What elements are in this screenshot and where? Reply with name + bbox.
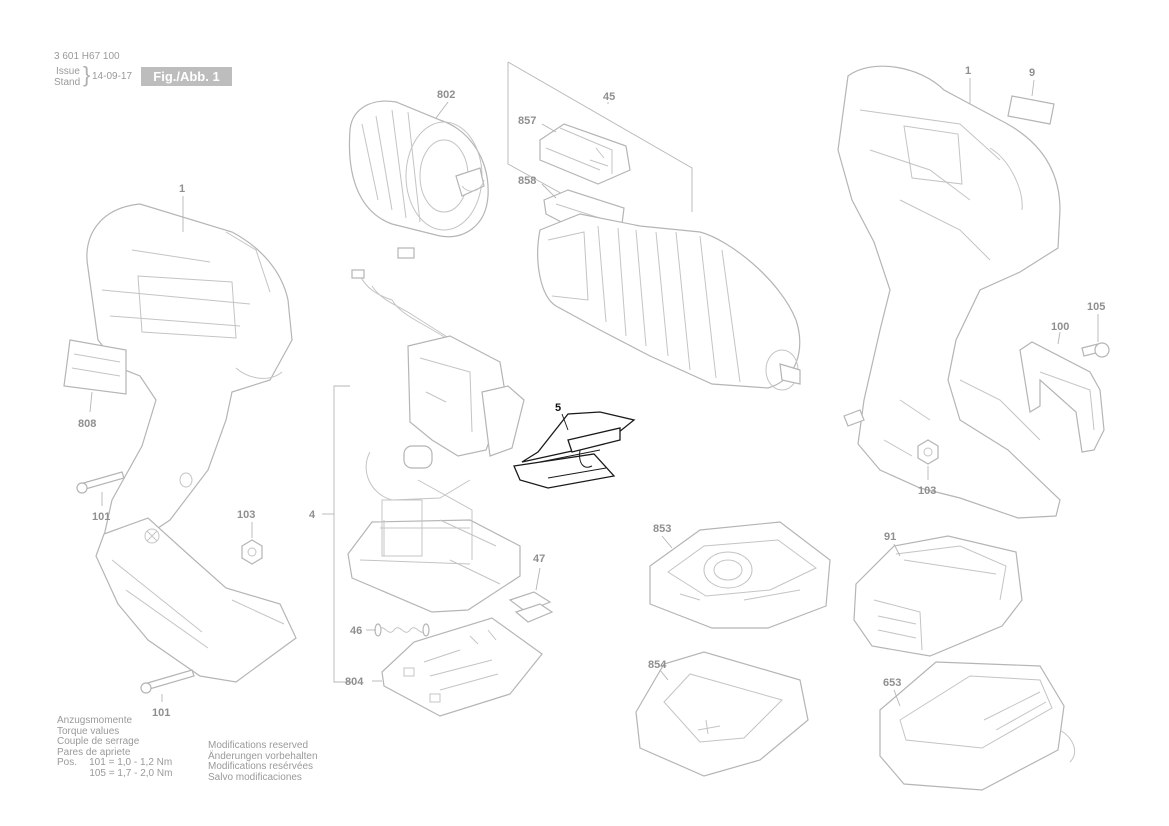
part-number: 3 601 H67 100 bbox=[54, 51, 120, 62]
gearbox-chuck-45-part bbox=[537, 213, 801, 391]
torque-line-fr: Couple de serrage bbox=[57, 736, 140, 747]
nut-103-left bbox=[241, 539, 263, 565]
callout-91: 91 bbox=[884, 531, 896, 543]
switch-assembly-4-part bbox=[347, 247, 525, 613]
callout-858: 858 bbox=[518, 175, 536, 187]
callout-804: 804 bbox=[345, 676, 364, 688]
torque-notes: Anzugsmomente Torque values Couple de se… bbox=[57, 715, 173, 780]
issue-date: 14-09-17 bbox=[92, 71, 133, 82]
callout-46: 46 bbox=[350, 625, 362, 637]
torque-pos: 105 bbox=[89, 767, 106, 779]
label-808-part bbox=[63, 339, 127, 395]
housing-right-part bbox=[837, 65, 1061, 519]
modification-notes: Modifications reserved Änderungen vorbeh… bbox=[208, 740, 318, 783]
callout-101-upper: 101 bbox=[92, 511, 110, 523]
callout-47: 47 bbox=[533, 553, 545, 565]
switch-857-part bbox=[539, 123, 631, 185]
highlighted-part-5 bbox=[513, 411, 636, 489]
callout-105: 105 bbox=[1087, 301, 1105, 313]
mod-line-es: Salvo modificaciones bbox=[208, 771, 302, 783]
torque-row-101: Pos. 101 = 1,0 - 1,2 Nm bbox=[57, 757, 173, 768]
motor-802-part bbox=[348, 100, 489, 238]
part-47 bbox=[508, 591, 554, 623]
adapter-854-part bbox=[635, 651, 809, 777]
callout-45: 45 bbox=[603, 91, 615, 103]
callout-802: 802 bbox=[437, 89, 455, 101]
belt-clip-100-part bbox=[1019, 341, 1105, 453]
torque-line-de: Anzugsmomente bbox=[57, 715, 133, 726]
callout-1-right: 1 bbox=[965, 65, 971, 77]
callout-653: 653 bbox=[883, 677, 901, 689]
pos-label: Pos. bbox=[57, 757, 78, 768]
callout-9: 9 bbox=[1029, 67, 1035, 79]
callout-857: 857 bbox=[518, 115, 536, 127]
callout-854: 854 bbox=[648, 659, 667, 671]
mod-line-de: Änderungen vorbehalten bbox=[208, 750, 318, 762]
spring-46-part bbox=[374, 623, 430, 637]
housing-left-part bbox=[86, 203, 297, 683]
screw-101-upper bbox=[76, 471, 125, 494]
callout-1-left: 1 bbox=[179, 183, 185, 195]
callout-100: 100 bbox=[1051, 321, 1069, 333]
torque-line-es: Pares de apriete bbox=[57, 746, 131, 758]
callout-5: 5 bbox=[555, 402, 561, 414]
callout-103-left: 103 bbox=[237, 509, 255, 521]
contact-plate-804-part bbox=[381, 617, 543, 717]
brace-glyph: } bbox=[83, 62, 91, 87]
callout-101-lower: 101 bbox=[152, 707, 170, 719]
mod-line-en: Modifications reserved bbox=[208, 740, 309, 751]
torque-value: 1,0 - 1,2 Nm bbox=[117, 757, 173, 768]
nut-103-right bbox=[917, 439, 939, 465]
mod-line-fr: Modifications resérvées bbox=[208, 761, 314, 772]
screw-105-part bbox=[1081, 342, 1110, 358]
issue-label: Issue bbox=[56, 66, 80, 77]
charger-653-part bbox=[879, 661, 1076, 791]
callout-808: 808 bbox=[78, 418, 96, 430]
callout-103-right: 103 bbox=[918, 485, 936, 497]
battery-853-part bbox=[649, 521, 831, 629]
torque-row-105: 105 = 1,7 - 2,0 Nm bbox=[57, 767, 173, 780]
torque-value: 1,7 - 2,0 Nm bbox=[117, 767, 173, 779]
callout-4: 4 bbox=[309, 509, 316, 521]
torque-line-en: Torque values bbox=[57, 725, 120, 737]
torque-pos: 101 bbox=[89, 757, 106, 768]
figure-label: Fig./Abb. 1 bbox=[141, 67, 232, 86]
screw-101-lower bbox=[140, 669, 195, 694]
battery-91-part bbox=[853, 535, 1023, 657]
callout-853: 853 bbox=[653, 523, 671, 535]
label-9-part bbox=[1007, 95, 1055, 125]
stand-label: Stand bbox=[54, 77, 81, 88]
